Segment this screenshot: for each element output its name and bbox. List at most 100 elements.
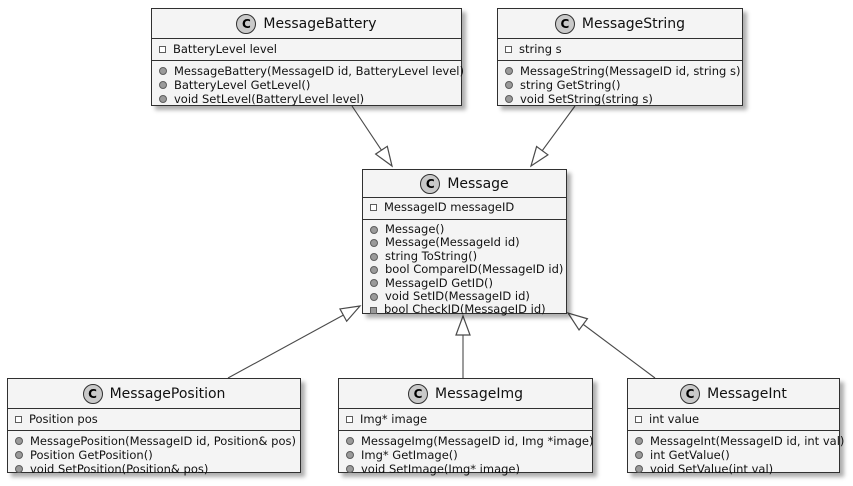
filled-circle-method-icon (370, 265, 378, 274)
field-row: Position pos (15, 412, 293, 426)
methods-compartment: MessagePosition(MessageID id, Position& … (8, 431, 300, 476)
method-text: MessageBattery(MessageID id, BatteryLeve… (174, 64, 464, 78)
method-text: MessageID GetID() (385, 275, 494, 290)
method-text: BatteryLevel GetLevel() (174, 78, 311, 92)
method-row: void SetImage(Img* image) (346, 462, 585, 476)
method-text: string ToString() (385, 248, 478, 263)
method-row: MessageInt(MessageID id, int val) (635, 434, 844, 448)
arrow-messagebattery-extends-message (351, 105, 393, 168)
class-header: C MessageString (498, 9, 742, 39)
fields-compartment: int value (628, 409, 839, 431)
method-row: Position GetPosition() (15, 448, 293, 462)
filled-circle-method-icon (159, 67, 167, 75)
method-row: string GetString() (505, 78, 735, 92)
class-header: C MessagePosition (8, 379, 300, 409)
method-row: bool CompareID(MessageID id) (370, 262, 563, 276)
fields-compartment: Position pos (8, 409, 300, 431)
method-text: void SetImage(Img* image) (361, 462, 520, 476)
field-text: BatteryLevel level (173, 42, 277, 56)
arrow-messageposition-extends-message (227, 305, 362, 379)
class-stereotype-icon: C (236, 13, 257, 34)
field-text: MessageID messageID (384, 200, 515, 214)
method-row: MessageID GetID() (370, 275, 559, 290)
class-box-message: C Message MessageID messageID Message() … (362, 169, 567, 316)
filled-circle-method-icon (635, 465, 643, 473)
open-square-field-icon (635, 415, 642, 423)
class-stereotype-icon: C (420, 173, 441, 194)
method-text: MessageImg(MessageID id, Img *image) (361, 434, 594, 448)
method-text: Img* GetImage() (361, 448, 458, 462)
method-row: void SetPosition(Position& pos) (15, 462, 293, 476)
method-text: MessageInt(MessageID id, int val) (650, 434, 845, 448)
filled-circle-method-icon (370, 292, 378, 301)
method-row: void SetLevel(BatteryLevel level) (159, 92, 454, 106)
class-title: MessagePosition (109, 385, 226, 402)
field-text: Position pos (29, 412, 98, 426)
method-row: bool CheckID(MessageID id) (370, 303, 559, 316)
class-stereotype-icon: C (554, 13, 575, 34)
filled-circle-method-icon (159, 95, 167, 103)
class-title: MessageBattery (263, 15, 377, 32)
method-text: Position GetPosition() (30, 448, 153, 462)
filled-circle-method-icon (15, 465, 23, 473)
method-text: bool CheckID(MessageID id) (384, 302, 546, 317)
arrow-messageint-extends-message (566, 311, 656, 379)
fields-compartment: MessageID messageID (363, 198, 566, 220)
open-square-field-icon (505, 45, 512, 53)
class-title: Message (447, 175, 509, 192)
class-box-messagebattery: C MessageBattery BatteryLevel level Mess… (151, 8, 464, 106)
field-row: Img* image (346, 412, 585, 426)
method-text: int GetValue() (650, 448, 730, 462)
method-row: int GetValue() (635, 448, 832, 462)
methods-compartment: MessageImg(MessageID id, Img *image) Img… (339, 431, 594, 476)
method-row: void SetID(MessageID id) (370, 289, 559, 304)
arrow-messagestring-extends-message (529, 105, 576, 168)
method-row: MessagePosition(MessageID id, Position& … (15, 434, 296, 448)
class-box-messagestring: C MessageString string s MessageString(M… (497, 8, 743, 106)
fields-compartment: BatteryLevel level (152, 39, 461, 61)
class-header: C MessageImg (339, 379, 592, 409)
method-row: void SetValue(int val) (635, 462, 832, 476)
method-text: void SetValue(int val) (650, 462, 774, 476)
open-square-field-icon (370, 204, 377, 212)
field-text: string s (519, 42, 562, 56)
filled-circle-method-icon (505, 81, 513, 89)
methods-compartment: MessageInt(MessageID id, int val) int Ge… (628, 431, 844, 476)
filled-circle-method-icon (370, 239, 378, 248)
filled-circle-method-icon (370, 279, 378, 288)
field-row: MessageID messageID (370, 200, 559, 214)
filled-circle-method-icon (635, 451, 643, 459)
filled-circle-method-icon (346, 437, 354, 445)
class-title: MessageString (581, 15, 686, 32)
filled-circle-method-icon (15, 451, 23, 459)
method-row: Message() (370, 222, 559, 236)
filled-circle-method-icon (159, 81, 167, 89)
filled-circle-method-icon (505, 67, 513, 75)
class-header: C Message (363, 170, 566, 198)
filled-circle-method-icon (635, 437, 643, 445)
method-text: void SetString(string s) (520, 92, 653, 106)
class-title: MessageInt (707, 385, 787, 402)
open-square-field-icon (159, 45, 166, 53)
methods-compartment: MessageBattery(MessageID id, BatteryLeve… (152, 61, 464, 106)
method-text: MessagePosition(MessageID id, Position& … (30, 434, 296, 448)
method-row: Img* GetImage() (346, 448, 585, 462)
method-text: MessageString(MessageID id, string s) (520, 64, 741, 78)
field-text: Img* image (360, 412, 428, 426)
method-row: void SetString(string s) (505, 92, 735, 106)
class-stereotype-icon: C (680, 383, 701, 404)
method-row: BatteryLevel GetLevel() (159, 78, 454, 92)
class-box-messageimg: C MessageImg Img* image MessageImg(Messa… (338, 378, 594, 476)
methods-compartment: MessageString(MessageID id, string s) st… (498, 61, 742, 106)
method-row: MessageImg(MessageID id, Img *image) (346, 434, 594, 448)
open-square-field-icon (346, 415, 353, 423)
method-text: void SetID(MessageID id) (385, 289, 530, 304)
field-text: int value (649, 412, 700, 426)
class-title: MessageImg (434, 385, 523, 402)
class-stereotype-icon: C (407, 383, 428, 404)
filled-square-method-icon (370, 306, 377, 314)
field-row: string s (505, 42, 735, 56)
fields-compartment: Img* image (339, 409, 592, 431)
